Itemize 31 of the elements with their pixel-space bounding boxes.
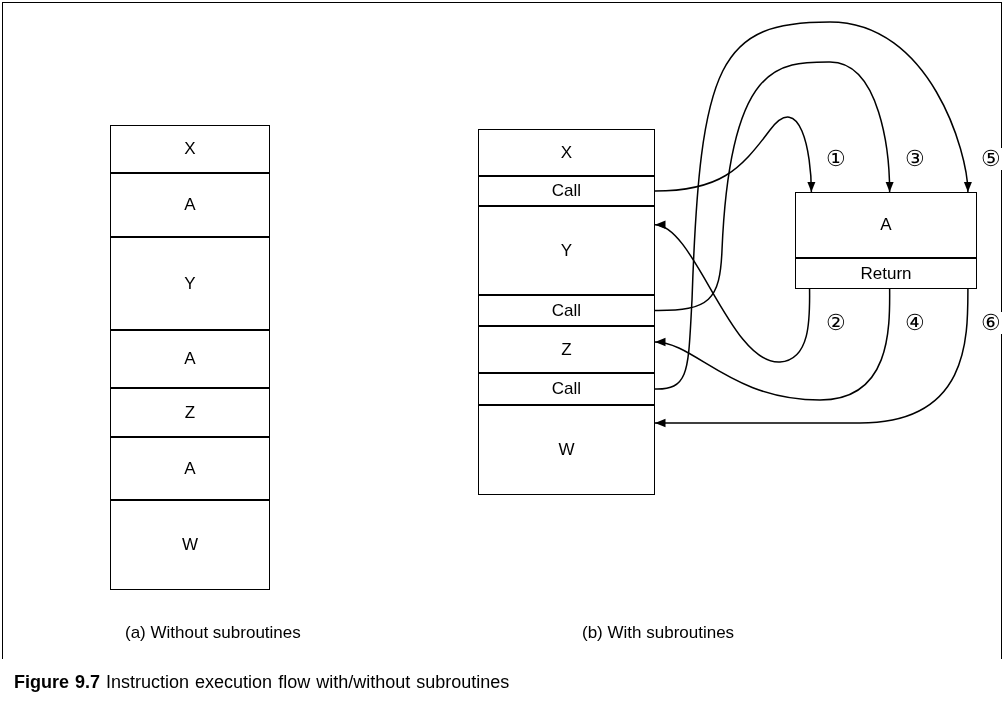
- step-number: ①: [825, 148, 847, 170]
- call-cell: Call: [478, 295, 655, 326]
- step-number: ⑤: [980, 148, 1002, 170]
- call-cell: Call: [478, 176, 655, 206]
- memory-cell: Z: [478, 326, 655, 373]
- memory-cell: X: [110, 125, 270, 173]
- arrow: [654, 61, 894, 312]
- arrow: [654, 288, 891, 401]
- memory-cell: Y: [478, 206, 655, 295]
- memory-cell: W: [478, 405, 655, 495]
- step-number: ③: [904, 148, 926, 170]
- panel-caption: (a) Without subroutines: [125, 623, 301, 643]
- memory-cell: W: [110, 500, 270, 590]
- arrow: [654, 223, 811, 363]
- arrow: [654, 21, 972, 390]
- step-number: ④: [904, 312, 926, 334]
- memory-cell: A: [110, 437, 270, 500]
- step-number: ②: [825, 312, 847, 334]
- return-cell: Return: [795, 258, 977, 289]
- memory-cell: A: [110, 173, 270, 237]
- memory-cell: X: [478, 129, 655, 176]
- step-number: ⑥: [980, 312, 1002, 334]
- subroutine-cell: A: [795, 192, 977, 258]
- memory-cell: A: [110, 330, 270, 388]
- arrow: [654, 288, 969, 428]
- panel-caption: (b) With subroutines: [582, 623, 735, 643]
- figure-caption: Figure 9.7 Instruction execution flow with/without subroutines: [14, 672, 510, 693]
- memory-cell: Z: [110, 388, 270, 437]
- arrow: [654, 116, 816, 193]
- memory-cell: Y: [110, 237, 270, 330]
- call-cell: Call: [478, 373, 655, 405]
